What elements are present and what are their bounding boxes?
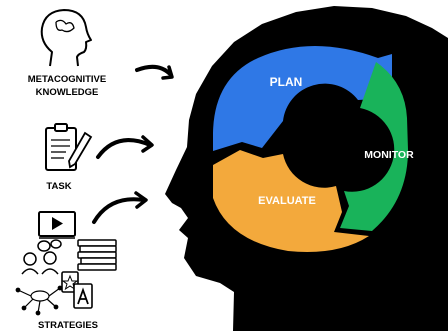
strategies-label: STRATEGIES xyxy=(38,320,98,331)
pencil-icon xyxy=(68,131,93,169)
cycle-center-hub xyxy=(282,103,362,183)
monitor-segment xyxy=(340,62,408,231)
clipboard-icon xyxy=(45,123,77,171)
head-outline-icon xyxy=(40,9,92,67)
monitor-label: MONITOR xyxy=(364,149,414,161)
video-player-icon xyxy=(38,211,76,239)
knowledge-label-line1: METACOGNITIVE xyxy=(28,74,106,85)
arrow-strategies xyxy=(92,191,148,224)
evaluate-label: EVALUATE xyxy=(258,195,316,207)
evaluate-segment xyxy=(213,150,369,252)
arrow-knowledge xyxy=(135,64,174,80)
plan-label: PLAN xyxy=(270,75,303,89)
network-icon xyxy=(15,285,63,316)
knowledge-label-line2: KNOWLEDGE xyxy=(36,87,99,98)
flashcard-icon xyxy=(61,271,93,309)
book-stack-icon xyxy=(77,239,117,271)
arrow-task xyxy=(96,135,154,159)
plan-segment xyxy=(213,46,392,151)
people-talking-icon xyxy=(21,239,62,275)
task-label: TASK xyxy=(46,181,71,192)
